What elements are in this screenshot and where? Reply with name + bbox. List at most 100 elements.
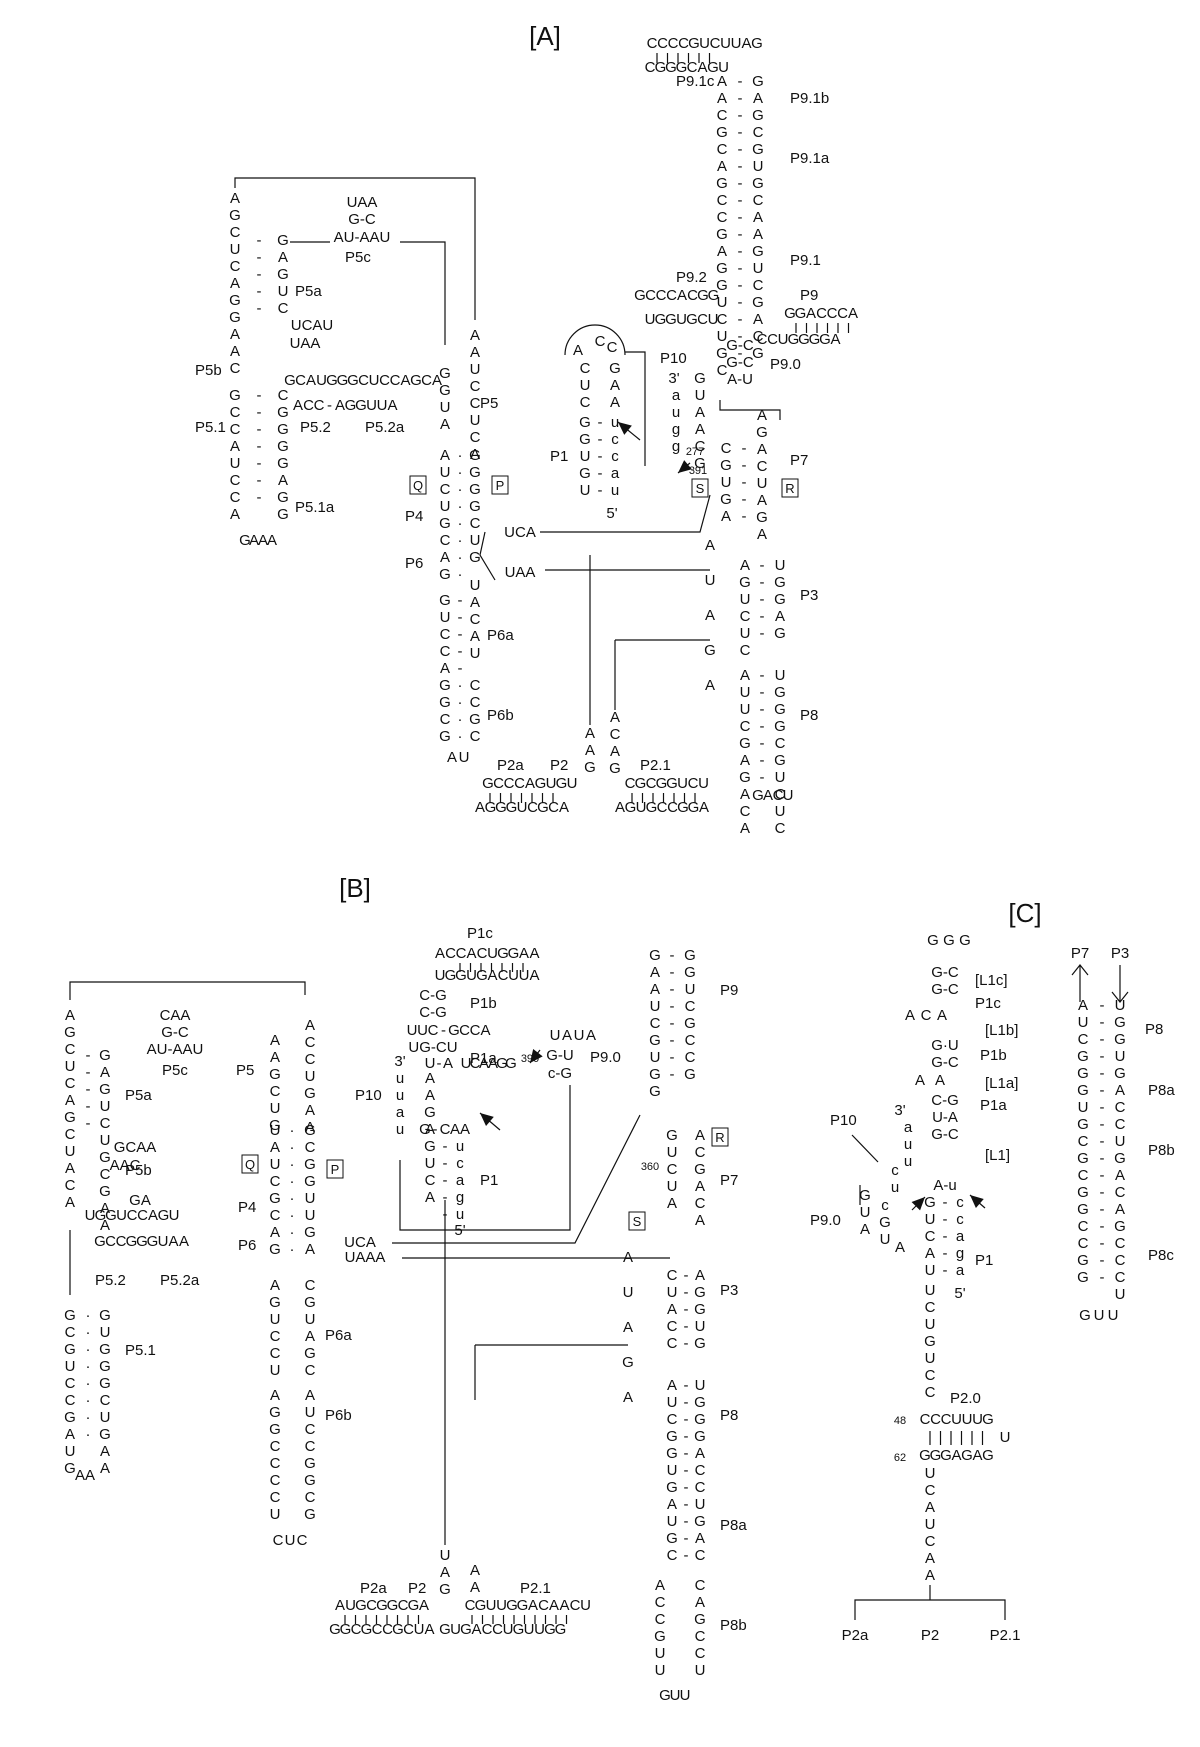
p9-strand: C [837,305,848,322]
p2-stalk: U [440,1547,451,1564]
p5-1-loop: A [249,532,259,549]
p9-strand: U [650,1049,661,1066]
p2-1-strand: G [506,1597,518,1614]
p8-pair: - [684,1513,689,1530]
helix-label: P5.2a [160,1272,200,1289]
connector-line [625,351,646,466]
p3-pair: - [684,1284,689,1301]
p9-strand-left: G [716,124,728,141]
p8-strand: A [1115,1201,1125,1218]
p2-1-strand: C [667,799,678,816]
p1b-pair: G-C [931,1054,959,1071]
helix-label: P2a [360,1580,387,1597]
p5-2-strand: G [410,372,422,389]
p10-strand: u [904,1153,912,1170]
p9-pair: - [738,158,743,175]
p2-1-strand: U [524,1621,535,1638]
p10-strand: a [396,1104,405,1121]
p1-strand: A [925,1245,935,1262]
p5c-loop: UAA [347,194,378,211]
p1a-pair: C-G [931,1092,959,1109]
tail-strand: A [925,1567,935,1584]
p10-pair: A [460,1121,470,1138]
p8-strand: G [1114,1150,1126,1167]
p8-strand: G [1077,1082,1089,1099]
p9-0-loop: U [574,1027,585,1044]
p5a-pair: - [86,1064,91,1081]
junction-uaaa: UAAA [345,1249,386,1266]
p1-pair: - [943,1194,948,1211]
p1-loop: C [580,394,591,411]
boxed-p: P [331,1162,340,1177]
p4-strand: A [270,1224,280,1241]
helix-label: P1b [470,995,497,1012]
p8-pair: - [684,1394,689,1411]
p8-strand: C [695,1479,706,1496]
p10-strand: u [396,1087,404,1104]
stem-strand: U [925,1282,936,1299]
p6b-loop: A [447,749,457,766]
p9-pair: - [670,964,675,981]
p6-strand: C [305,1362,316,1379]
p3-strand: C [667,1318,678,1335]
p6a-strand: C [440,643,451,660]
p5-2-strand: C [379,372,390,389]
p9-1c-strand: G [751,35,763,52]
boxed-p: P [496,478,505,493]
p9-strand-right: G [752,73,764,90]
p4-strand: C [270,1173,281,1190]
p5-1-strand: A [278,472,288,489]
p9-strand: G [798,331,810,348]
p5c-link [400,241,446,345]
p2-1-strand: U [496,1597,507,1614]
p5-strand: A [305,1017,315,1034]
p8-pair: - [684,1547,689,1564]
junction-strand: G [622,1354,634,1371]
p5-2-strand: C [137,1207,148,1224]
p7-strand: U [721,474,732,491]
l1c-loop: G [927,932,939,949]
p5-1-pair: · [86,1426,91,1443]
p6b-strand: A [305,1387,315,1404]
p9-2-strand: C [687,287,698,304]
p2-1-strand: G [513,1621,525,1638]
p1c-strand: G [455,967,467,984]
p8b-strand: C [655,1594,666,1611]
p9-pair: - [670,947,675,964]
p5-1-strand: A [230,438,240,455]
p1a-strand: A [488,1055,498,1072]
p5-2-strand: A [168,1233,178,1250]
p6b-loop: U [459,749,470,766]
l1b-loop: C [921,1007,932,1024]
p8-strand: G [694,1513,706,1530]
p4-pair: · [290,1190,295,1207]
p1a-pair: U-A [932,1109,958,1126]
p9-strand-right: C [753,124,764,141]
p9-1c-strand: C [710,35,721,52]
p6a-strand: G [439,592,451,609]
p5a-pair: - [86,1098,91,1115]
helix-label: P2a [842,1627,869,1644]
helix-label: P8b [1148,1142,1175,1159]
p4-strand: G [269,1241,281,1258]
p5-1-pair: · [86,1358,91,1375]
p9-strand: G [684,1066,696,1083]
p5-1-strand: G [99,1358,111,1375]
p9-strand: C [695,438,706,455]
p5-2-strand: U [377,397,388,414]
p4-strand: A [440,416,450,433]
p10-pair: A [450,1121,460,1138]
p1-pair: - [443,1155,448,1172]
p9-strand-left: C [717,209,728,226]
p1b-insert: U [407,1022,418,1039]
p5-2-strand: G [326,372,338,389]
p1c-strand: G [497,945,509,962]
p2-1-stalk: A [470,1579,480,1596]
p9-1c-strand: C [645,59,656,76]
p2-1-strand: A [699,799,709,816]
helix-label: P8 [720,1407,738,1424]
p5a-pair: - [86,1081,91,1098]
p5-strand-right: A [278,249,288,266]
p4-pair: · [458,447,463,464]
boxed-r: R [785,481,794,496]
